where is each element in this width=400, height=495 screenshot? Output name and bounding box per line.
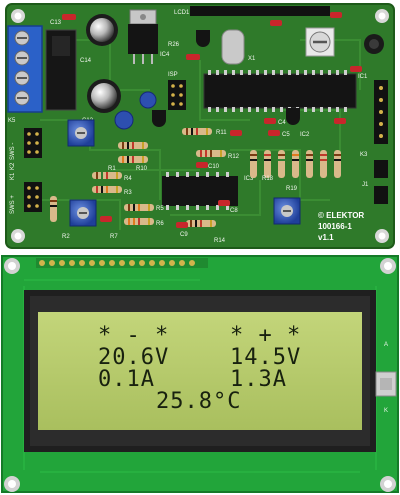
pin-label-k: K xyxy=(384,408,388,414)
label-r19: R19 xyxy=(286,186,298,192)
lcd-mounting-holes xyxy=(4,258,396,492)
label-r14: R14 xyxy=(214,238,226,244)
microcontroller-ic1 xyxy=(203,70,357,112)
mounting-holes xyxy=(11,9,389,243)
label-c14: C14 xyxy=(80,58,92,64)
header-sws-plus xyxy=(24,182,42,212)
label-r10: R10 xyxy=(136,166,148,172)
small-capacitor-2 xyxy=(114,110,134,130)
trim-potentiometer-3 xyxy=(273,197,301,225)
crystal-x1 xyxy=(221,29,245,65)
screw-terminal-k5 xyxy=(7,25,43,113)
label-ic1: IC1 xyxy=(358,74,368,80)
pin-label-a: A xyxy=(384,342,388,348)
voltage-regulator-ic4 xyxy=(128,9,158,64)
lcd-line3-right: 1.3A xyxy=(230,367,287,392)
lcd-line3-left: 0.1A xyxy=(98,367,155,392)
lcd-pin-header xyxy=(36,258,208,268)
label-c10: C10 xyxy=(208,164,220,170)
brand-text: © ELEKTOR xyxy=(318,211,364,220)
label-ic2: IC2 xyxy=(300,132,310,138)
label-c5: C5 xyxy=(282,132,290,138)
label-k2: K2 xyxy=(10,162,16,170)
label-ic3: IC3 xyxy=(244,176,254,182)
label-k1: K1 xyxy=(10,172,16,180)
label-k3: K3 xyxy=(360,152,368,158)
trim-potentiometer-top xyxy=(305,27,335,57)
label-x1: X1 xyxy=(248,56,256,62)
label-isp: ISP xyxy=(168,72,178,78)
label-c8: C8 xyxy=(230,208,238,214)
label-sws-plus: SWS + xyxy=(10,195,16,214)
lcd-module: * - * * + * 20.6V 14.5V 0.1A 1.3A 25.8°C… xyxy=(1,255,399,493)
version-text: v1.1 xyxy=(318,233,334,242)
header-j1 xyxy=(374,186,388,204)
label-r6: R6 xyxy=(156,221,164,227)
label-ic4: IC4 xyxy=(160,52,170,58)
header-sws-minus xyxy=(24,128,42,158)
trim-potentiometer-1 xyxy=(67,119,95,147)
label-c4: C4 xyxy=(278,120,286,126)
electrolytic-capacitor-2 xyxy=(87,79,121,113)
header-k3 xyxy=(374,160,388,178)
electrolytic-capacitor-1 xyxy=(86,14,118,46)
label-r18: R18 xyxy=(262,176,274,182)
transistor-2 xyxy=(286,108,300,125)
lcd-line1-right: * + * xyxy=(230,323,301,348)
label-lcd1: LCD1 xyxy=(174,10,190,16)
red-components xyxy=(62,12,362,228)
label-c9: C9 xyxy=(180,232,188,238)
label-r12: R12 xyxy=(228,154,240,160)
backlight-connector xyxy=(375,371,397,397)
label-j1: J1 xyxy=(362,182,369,188)
transistor-1 xyxy=(196,30,210,47)
label-r26: R26 xyxy=(168,42,180,48)
small-capacitor xyxy=(139,91,157,109)
label-r7: R7 xyxy=(110,234,118,240)
lcd-header xyxy=(190,6,330,16)
lcd-line2-left: 20.6V xyxy=(98,345,169,370)
resistor-array xyxy=(50,128,341,227)
lcd-line2-right: 14.5V xyxy=(230,345,301,370)
label-r11: R11 xyxy=(216,130,227,136)
right-header xyxy=(374,80,388,144)
label-r4: R4 xyxy=(124,176,132,182)
lcd-line1-left: * - * xyxy=(98,323,169,348)
label-r2: R2 xyxy=(62,234,70,240)
label-r3: R3 xyxy=(124,190,132,196)
transistor-3 xyxy=(152,110,166,127)
label-c13: C13 xyxy=(50,20,62,26)
isp-header xyxy=(168,80,186,110)
label-r5: R5 xyxy=(156,206,164,212)
lcd-screen xyxy=(38,312,362,430)
lcd-line4: 25.8°C xyxy=(156,389,241,414)
controller-pcb: K5 C13 C14 C12 IC4 R26 xyxy=(5,3,395,249)
trim-potentiometer-2 xyxy=(69,199,97,227)
board-id-text: 100166-1 xyxy=(318,222,352,231)
label-sws-minus: SWS - xyxy=(10,143,16,160)
label-r1: R1 xyxy=(108,166,116,172)
label-k5: K5 xyxy=(8,118,16,124)
